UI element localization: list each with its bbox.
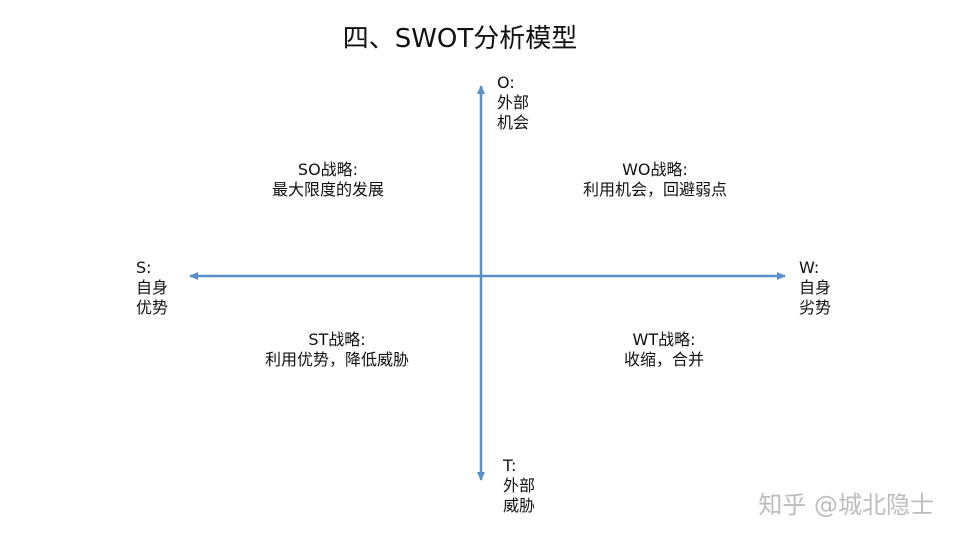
quadrant-so-desc: 最大限度的发展 xyxy=(271,180,385,199)
axis-line1-t: 外部 xyxy=(503,476,536,495)
axis-line1-w: 自身 xyxy=(799,278,832,297)
quadrant-wt-desc: 收缩，合并 xyxy=(623,350,705,369)
axis-label-threats: T: 外部 威胁 xyxy=(503,456,535,516)
quadrant-wt: WT战略: 收缩，合并 xyxy=(624,330,704,370)
page-title: 四、SWOT分析模型 xyxy=(342,24,578,54)
quadrant-st: ST战略: 利用优势，降低威胁 xyxy=(265,330,409,370)
axis-label-opportunities: O: 外部 机会 xyxy=(497,73,529,133)
axis-letter-w: W: xyxy=(799,258,820,277)
axis-letter-s: S: xyxy=(136,258,152,277)
quadrant-wo-desc: 利用机会，回避弱点 xyxy=(582,180,728,199)
quadrant-wt-title: WT战略: xyxy=(632,330,696,349)
quadrant-so: SO战略: 最大限度的发展 xyxy=(272,160,384,200)
quadrant-wo: WO战略: 利用机会，回避弱点 xyxy=(583,160,727,200)
quadrant-so-title: SO战略: xyxy=(297,160,359,179)
watermark: 知乎 @城北隐士 xyxy=(758,491,934,519)
axis-line1-o: 外部 xyxy=(497,93,530,112)
quadrant-st-title: ST战略: xyxy=(308,330,366,349)
axis-letter-t: T: xyxy=(503,456,517,475)
axis-label-strengths: S: 自身 优势 xyxy=(136,258,168,318)
axis-line2-o: 机会 xyxy=(497,113,530,132)
quadrant-st-desc: 利用优势，降低威胁 xyxy=(264,350,410,369)
axis-line2-w: 劣势 xyxy=(799,298,832,317)
axis-line2-s: 优势 xyxy=(136,298,169,317)
axis-line2-t: 威胁 xyxy=(503,496,536,515)
axis-line1-s: 自身 xyxy=(136,278,169,297)
axis-label-weaknesses: W: 自身 劣势 xyxy=(799,258,831,318)
axis-letter-o: O: xyxy=(497,73,515,92)
quadrant-wo-title: WO战略: xyxy=(622,160,688,179)
